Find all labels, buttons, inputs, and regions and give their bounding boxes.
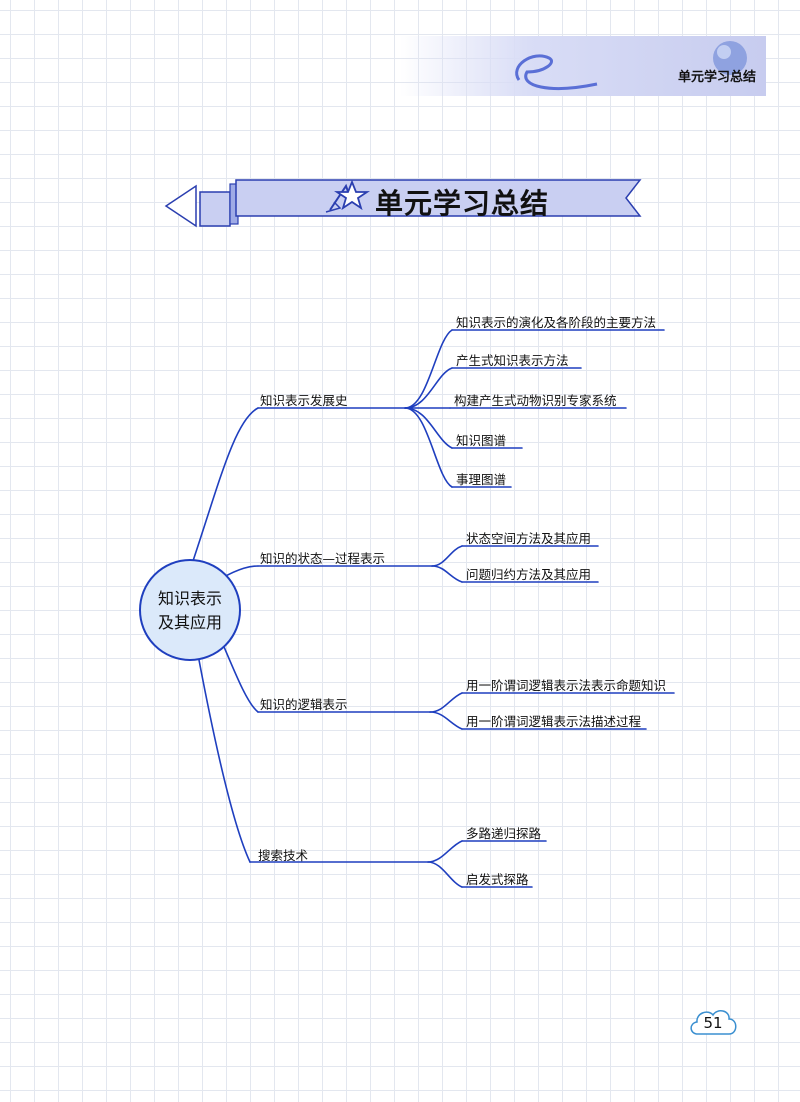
connector bbox=[404, 407, 453, 488]
cloud-icon bbox=[690, 1010, 737, 1035]
connector bbox=[404, 367, 453, 409]
connector bbox=[221, 641, 259, 713]
connector bbox=[192, 407, 259, 562]
leaf-label: 用一阶谓词逻辑表示法表示命题知识 bbox=[466, 678, 667, 693]
branch-label: 搜索技术 bbox=[258, 848, 309, 863]
leaf-label: 事理图谱 bbox=[456, 472, 507, 487]
connector bbox=[429, 692, 463, 713]
leaf-label: 问题归约方法及其应用 bbox=[466, 567, 592, 582]
branch-label: 知识表示发展史 bbox=[260, 393, 348, 408]
branch-label: 知识的状态—过程表示 bbox=[260, 551, 386, 566]
center-line-2: 及其应用 bbox=[157, 613, 222, 632]
connector bbox=[431, 565, 463, 583]
center-line-1: 知识表示 bbox=[157, 589, 222, 608]
leaf-label: 知识表示的演化及各阶段的主要方法 bbox=[456, 315, 657, 330]
connector bbox=[404, 329, 453, 409]
connector bbox=[431, 545, 463, 567]
header-decoration bbox=[515, 41, 747, 90]
banner-arrow-icon bbox=[164, 184, 197, 228]
leaf-label: 知识图谱 bbox=[456, 433, 507, 448]
banner-title: 单元学习总结 bbox=[375, 187, 550, 220]
star-icon bbox=[325, 179, 370, 213]
page-number: 51 bbox=[703, 1014, 723, 1032]
leaf-label: 状态空间方法及其应用 bbox=[466, 531, 592, 546]
leaf-label: 启发式探路 bbox=[466, 872, 529, 887]
branch-label: 知识的逻辑表示 bbox=[260, 697, 348, 712]
leaf-label: 构建产生式动物识别专家系统 bbox=[454, 393, 617, 408]
connector bbox=[429, 711, 463, 730]
leaf-label: 多路递归探路 bbox=[466, 826, 542, 841]
connector bbox=[404, 407, 453, 449]
leaf-label: 产生式知识表示方法 bbox=[456, 353, 569, 368]
leaf-label: 用一阶谓词逻辑表示法描述过程 bbox=[466, 714, 642, 729]
title-banner bbox=[164, 179, 642, 228]
connector bbox=[427, 840, 463, 863]
swoosh-icon bbox=[515, 54, 598, 90]
connector bbox=[198, 659, 251, 863]
header-title: 单元学习总结 bbox=[677, 70, 756, 85]
connector bbox=[427, 861, 463, 888]
center-node bbox=[139, 559, 241, 661]
center-node-label: 知识表示 及其应用 bbox=[134, 587, 246, 635]
